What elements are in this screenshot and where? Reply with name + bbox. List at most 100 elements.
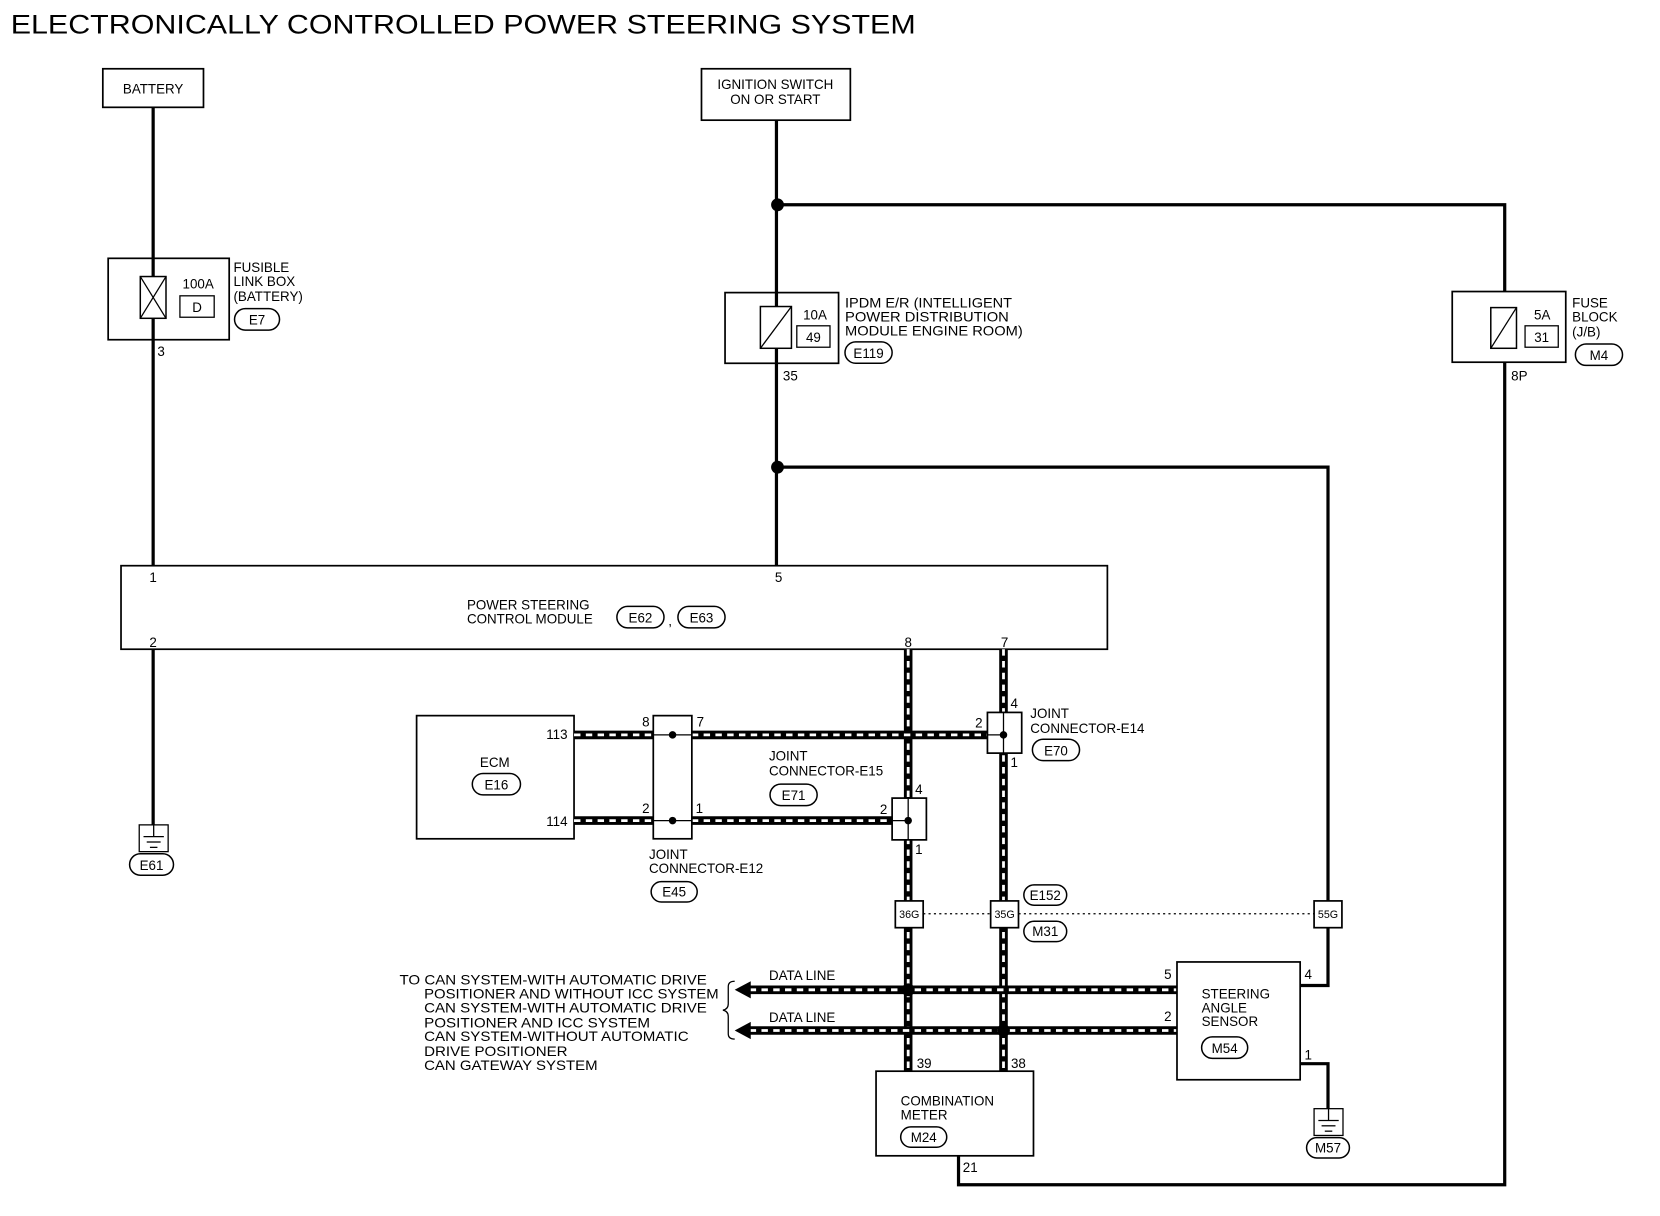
- ipdm-fuse-number: 49: [806, 330, 821, 345]
- fuse-icon: [759, 306, 792, 349]
- joint-dot: [668, 731, 677, 739]
- fusible-link-icon: [139, 276, 167, 319]
- data-line-label: DATA LINE: [769, 1010, 835, 1025]
- pin-number: 113: [546, 727, 567, 742]
- ignition-switch-label-2: ON OR START: [730, 92, 820, 107]
- fuse-icon: [1490, 307, 1518, 349]
- joint-e14-label-1: JOINT: [1030, 706, 1069, 721]
- joint-e12-label-2: CONNECTOR-E12: [649, 861, 763, 876]
- pin-number: 2: [880, 802, 887, 817]
- junction-dot: [901, 983, 915, 997]
- harness-pin-box: [989, 900, 1020, 929]
- can-destination-line: POSITIONER AND WITHOUT ICC SYSTEM: [424, 986, 719, 1001]
- ipdm-fuse-rating: 10A: [803, 307, 827, 322]
- sensor-label-2: ANGLE: [1202, 1000, 1247, 1015]
- ignition-switch-box: [700, 67, 852, 122]
- meter-label-1: COMBINATION: [901, 1093, 994, 1108]
- pscm-label-2: CONTROL MODULE: [467, 612, 593, 627]
- pin-number: 4: [915, 782, 923, 797]
- battery-box: [101, 67, 205, 109]
- ipdm-label-3: MODULE ENGINE ROOM): [845, 323, 1023, 338]
- battery-label: BATTERY: [123, 81, 184, 96]
- junction-dot: [771, 198, 784, 212]
- pin-number: 1: [1010, 755, 1017, 770]
- fuse-block-rating: 5A: [1534, 307, 1550, 322]
- connector-id: E61: [140, 858, 164, 873]
- pin-number: 5: [1164, 967, 1171, 982]
- connector-badge: [677, 605, 726, 629]
- joint-e15-label-2: CONNECTOR-E15: [769, 764, 883, 779]
- sensor-ground-wire: [1300, 1062, 1330, 1109]
- pin-number: 4: [1010, 696, 1018, 711]
- pin-number: 2: [975, 715, 982, 730]
- can-data-lines: [574, 649, 1177, 1072]
- connector-badge: [769, 783, 818, 807]
- connector-id: E63: [690, 610, 714, 625]
- fusible-link-rating: 100A: [183, 276, 214, 291]
- connector-badge: [1200, 1036, 1249, 1060]
- connector-badge: [899, 1126, 948, 1148]
- connector-separator: ,: [668, 614, 672, 629]
- connector-badge: [233, 307, 281, 331]
- fuse-block-label-3: (J/B): [1572, 325, 1600, 340]
- connector-badge: [1031, 738, 1081, 762]
- data-line-label: DATA LINE: [769, 968, 835, 983]
- connector-badge: [616, 605, 665, 629]
- can-destination-line: CAN SYSTEM-WITH AUTOMATIC DRIVE: [424, 1000, 707, 1015]
- joint-dot: [904, 816, 912, 825]
- fusible-link-label-3: (BATTERY): [233, 289, 302, 304]
- harness-pin: 36G: [899, 909, 919, 921]
- pin-number: 7: [697, 714, 704, 729]
- sensor-feed-wire: [777, 465, 1330, 901]
- pin-number: 5: [775, 570, 782, 585]
- harness-pin: 55G: [1318, 909, 1338, 921]
- connector-id: E152: [1030, 888, 1061, 903]
- steering-angle-sensor-box: [1176, 961, 1302, 1081]
- connector-id: E45: [662, 885, 686, 900]
- sensor-power-wire: [1300, 927, 1330, 988]
- pscm-box: [120, 564, 1109, 651]
- connector-badge: [1023, 920, 1068, 943]
- pin-number: 35: [783, 368, 798, 383]
- joint-e12-label-1: JOINT: [649, 847, 688, 862]
- pin-number: 2: [1164, 1009, 1171, 1024]
- pin-number: 7: [1001, 635, 1008, 650]
- ipdm-fuse-number-box: [796, 325, 831, 348]
- harness-pin-box: [1313, 900, 1343, 929]
- pin-number: 8P: [1511, 368, 1527, 383]
- pin-number: 1: [149, 570, 156, 585]
- connector-badge: [844, 341, 893, 365]
- junction-dot: [997, 1024, 1010, 1037]
- connector-id: E70: [1044, 743, 1068, 758]
- fusible-link-number: D: [192, 300, 202, 315]
- can-destination-line: CAN GATEWAY SYSTEM: [424, 1058, 597, 1073]
- junction-dot: [771, 460, 784, 474]
- connector-badge: [650, 880, 698, 903]
- connector-id: M31: [1032, 924, 1058, 939]
- ipdm-label-1: IPDM E/R (INTELLIGENT: [845, 296, 1012, 311]
- connector-id: E71: [782, 788, 806, 803]
- pin-number: 8: [642, 714, 649, 729]
- fusible-link-label-2: LINK BOX: [233, 274, 295, 289]
- connector-id: E119: [853, 346, 883, 361]
- fusible-link-number-box: [179, 295, 215, 318]
- ignition-switch-label-1: IGNITION SWITCH: [717, 77, 833, 92]
- ecm-label: ECM: [480, 755, 510, 770]
- ground-icon: [138, 824, 169, 853]
- pin-number: 2: [149, 635, 156, 650]
- combination-meter-box: [875, 1070, 1035, 1157]
- connector-badge: [1023, 884, 1068, 906]
- fuse-block-label-2: BLOCK: [1572, 310, 1617, 325]
- pin-number: 1: [696, 801, 703, 816]
- pscm-label-1: POWER STEERING: [467, 598, 590, 613]
- fuse-block-number-box: [1524, 325, 1559, 348]
- harness-pin: 35G: [994, 909, 1014, 921]
- fuse-block-feed-wire: [777, 203, 1507, 292]
- brace-icon: [722, 980, 735, 1040]
- connector-id: M24: [911, 1130, 938, 1145]
- connector-id: E7: [249, 313, 265, 328]
- arrow-left-icon: [734, 981, 751, 999]
- meter-power-wire: [956, 362, 1507, 1187]
- connector-badge: [471, 772, 522, 796]
